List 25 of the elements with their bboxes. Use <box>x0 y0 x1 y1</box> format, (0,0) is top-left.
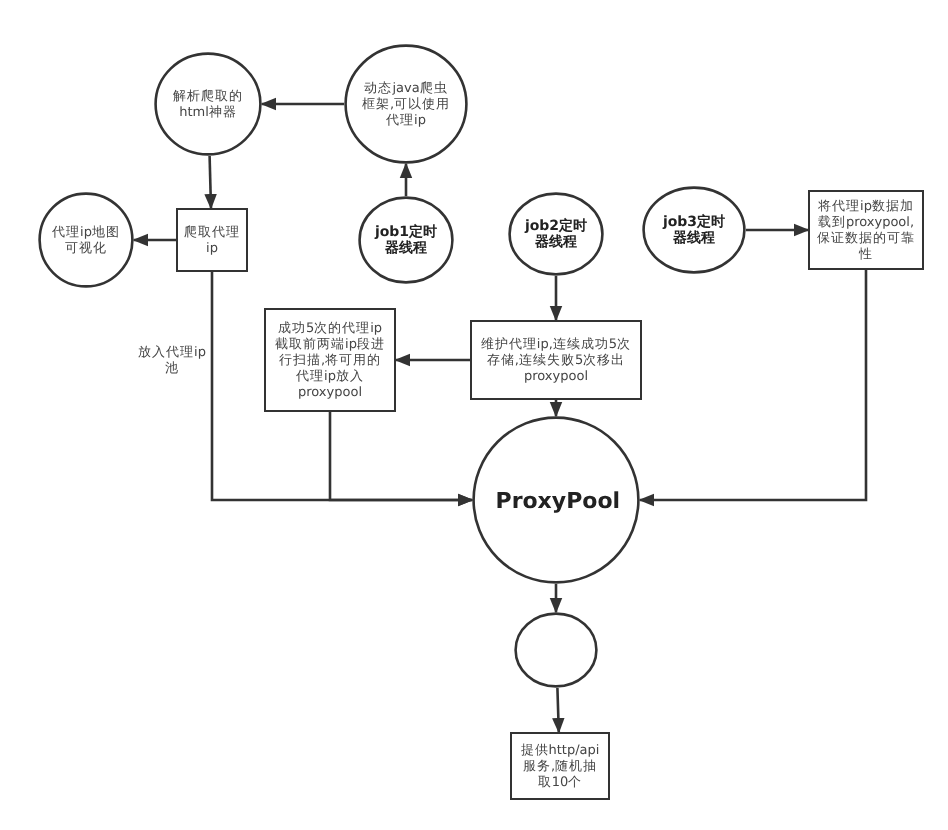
thread-circle <box>508 192 604 276</box>
arrow <box>549 584 563 614</box>
arrow <box>204 155 217 210</box>
arrow <box>549 276 563 322</box>
circle-node <box>344 44 468 164</box>
arrow <box>260 97 344 111</box>
pool-circle <box>472 416 640 584</box>
circle-node <box>38 192 134 288</box>
arrow <box>132 233 176 247</box>
thread-circle <box>358 196 454 284</box>
thread-circle <box>642 186 746 274</box>
arrow <box>394 353 470 367</box>
process-box <box>470 320 642 400</box>
arrow <box>638 270 868 507</box>
arrow <box>746 223 810 237</box>
arrow <box>399 162 413 196</box>
arrow <box>552 687 565 734</box>
arrow <box>328 412 474 507</box>
arrow <box>549 400 563 418</box>
storage-circle <box>514 612 598 688</box>
process-box <box>510 732 610 800</box>
circle-node <box>154 52 262 156</box>
node-label: ProxyPool <box>493 487 623 513</box>
process-box <box>176 208 248 272</box>
process-box <box>264 308 396 412</box>
